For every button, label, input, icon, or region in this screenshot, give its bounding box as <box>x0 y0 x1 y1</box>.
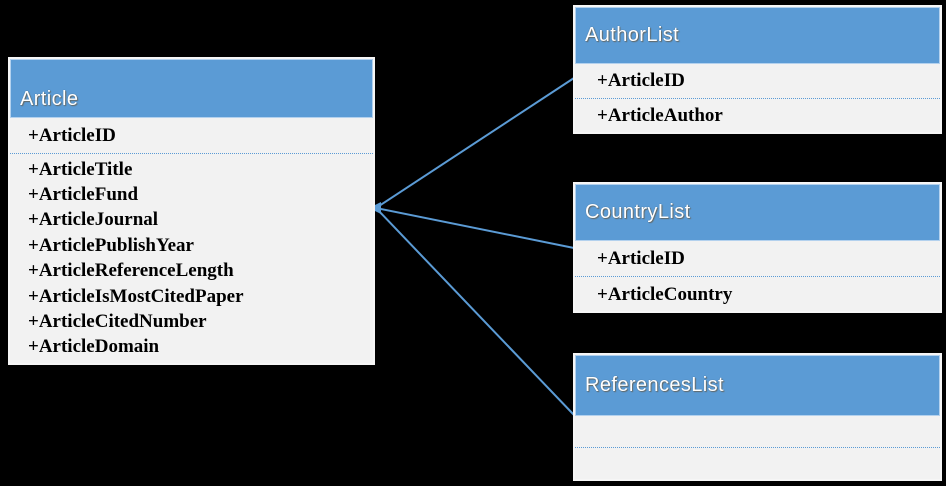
entity-article-header: Article <box>10 59 373 118</box>
field-row: +ArticleID <box>575 64 940 98</box>
field-label: +ArticleID <box>28 124 116 146</box>
field-label: +ArticleTitle <box>28 158 133 180</box>
field-row: +ArticleDomain <box>10 335 373 360</box>
field-row: +ArticleAuthor <box>575 99 940 133</box>
field-label: +ArticleID <box>597 70 685 91</box>
field-row: +ArticleCountry <box>575 277 940 312</box>
entity-referenceslist-header: ReferencesList <box>575 355 940 416</box>
entity-countrylist-title: CountryList <box>585 201 691 223</box>
entity-referenceslist-fields <box>575 448 940 480</box>
entity-authorlist[interactable]: AuthorList +ArticleID +ArticleAuthor <box>573 5 942 134</box>
field-row: +ArticleID <box>575 241 940 276</box>
field-label: +ArticleIsMostCitedPaper <box>28 285 244 307</box>
entity-article-key-fields: +ArticleID <box>10 118 373 154</box>
entity-authorlist-fields: +ArticleAuthor <box>575 99 940 133</box>
entity-countrylist-header: CountryList <box>575 184 940 241</box>
field-row: +ArticleFund <box>10 182 373 207</box>
connector-article-countrylist[interactable] <box>375 207 575 249</box>
field-row: +ArticleID <box>10 118 373 153</box>
field-label: +ArticleAuthor <box>597 105 723 126</box>
field-row: +ArticleCitedNumber <box>10 309 373 334</box>
entity-countrylist-fields: +ArticleCountry <box>575 277 940 312</box>
entity-article[interactable]: Article +ArticleID +ArticleTitle +A <box>8 57 375 365</box>
field-label: +ArticleID <box>597 247 685 269</box>
field-label: +ArticleDomain <box>28 336 160 358</box>
entity-referenceslist[interactable]: ReferencesList <box>573 353 942 481</box>
entity-authorlist-title: AuthorList <box>585 24 680 46</box>
entity-referenceslist-key-fields <box>575 416 940 448</box>
field-row <box>575 416 940 447</box>
entity-referenceslist-title: ReferencesList <box>585 374 724 396</box>
entity-authorlist-key-fields: +ArticleID <box>575 64 940 99</box>
entity-countrylist-key-fields: +ArticleID <box>575 241 940 277</box>
entity-article-title: Article <box>20 88 79 110</box>
field-label: +ArticlePublishYear <box>28 234 194 256</box>
field-label: +ArticleFund <box>28 184 139 206</box>
field-row: +ArticleJournal <box>10 208 373 233</box>
field-label: +ArticleJournal <box>28 209 159 231</box>
field-row: +ArticlePublishYear <box>10 233 373 258</box>
entity-article-body: +ArticleID +ArticleTitle +ArticleFund +A… <box>10 118 373 360</box>
field-row <box>575 448 940 480</box>
field-row: +ArticleIsMostCitedPaper <box>10 284 373 309</box>
connector-arrowhead-icon <box>369 202 381 214</box>
field-row: +ArticleTitle <box>10 157 373 182</box>
entity-countrylist-body: +ArticleID +ArticleCountry <box>575 241 940 312</box>
field-label: +ArticleCountry <box>597 283 733 305</box>
entity-countrylist[interactable]: CountryList +ArticleID +ArticleCountry <box>573 182 942 313</box>
entity-referenceslist-body <box>575 416 940 480</box>
field-label: +ArticleReferenceLength <box>28 260 234 282</box>
entity-article-fields: +ArticleTitle +ArticleFund +ArticleJourn… <box>10 154 373 360</box>
entity-authorlist-header: AuthorList <box>575 7 940 64</box>
connector-article-authorlist[interactable] <box>375 77 575 209</box>
field-label: +ArticleCitedNumber <box>28 311 207 333</box>
connector-article-referenceslist[interactable] <box>375 207 575 416</box>
entity-authorlist-body: +ArticleID +ArticleAuthor <box>575 64 940 133</box>
field-row: +ArticleReferenceLength <box>10 259 373 284</box>
